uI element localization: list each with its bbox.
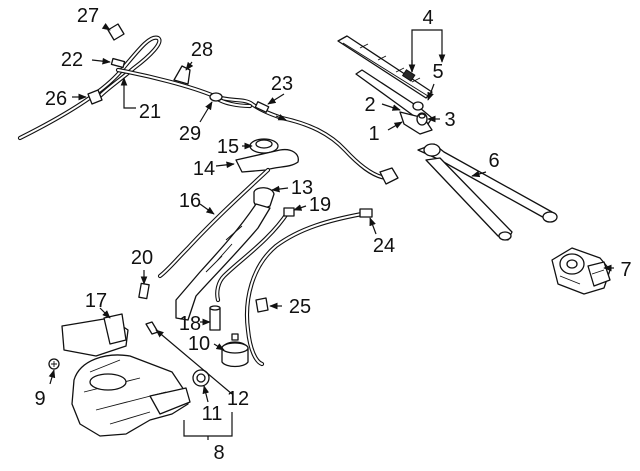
hose-clip-25 <box>255 297 269 313</box>
callout-20: 20 <box>131 247 153 269</box>
hose-joint <box>209 92 223 102</box>
callout-8: 8 <box>213 442 224 464</box>
washer-hose-16 <box>157 167 271 279</box>
callout-28: 28 <box>191 39 213 61</box>
wiper-linkage <box>417 143 558 241</box>
mounting-bolt <box>48 358 60 370</box>
filler-neck <box>175 148 299 321</box>
callout-17: 17 <box>85 290 107 312</box>
callout-19: 19 <box>309 194 331 216</box>
callout-29: 29 <box>179 123 201 145</box>
callout-3: 3 <box>444 109 455 131</box>
hose-connector-23 <box>254 101 270 113</box>
callout-21: 21 <box>139 101 161 123</box>
pump-seal <box>192 369 210 387</box>
hose-clip-27 <box>107 23 125 41</box>
callout-1: 1 <box>368 123 379 145</box>
callout-labels: 1 2 3 4 5 6 7 8 9 10 11 12 13 14 15 16 1… <box>34 5 631 464</box>
callout-12: 12 <box>227 388 249 410</box>
washer-pump <box>221 333 249 368</box>
callout-18: 18 <box>179 313 201 335</box>
callout-22: 22 <box>61 49 83 71</box>
callout-2: 2 <box>364 94 375 116</box>
washer-hose-24 <box>244 208 373 367</box>
callout-9: 9 <box>34 388 45 410</box>
callout-15: 15 <box>217 136 239 158</box>
wiper-motor <box>551 247 611 295</box>
tank-bracket <box>103 313 127 345</box>
callout-10: 10 <box>188 333 210 355</box>
callout-6: 6 <box>488 150 499 172</box>
hose-connector <box>110 57 126 69</box>
callout-13: 13 <box>291 177 313 199</box>
wiper-blade <box>337 35 433 99</box>
level-sensor <box>145 321 159 335</box>
pivot-cap <box>416 112 428 126</box>
wiper-arm <box>355 69 433 135</box>
washer-tank <box>61 317 191 437</box>
callout-7: 7 <box>620 259 631 281</box>
hose-clip-26 <box>87 89 103 105</box>
washer-hose-19 <box>215 207 295 303</box>
callout-24: 24 <box>373 235 395 257</box>
callout-14: 14 <box>193 158 215 180</box>
washer-nozzle-right <box>379 167 399 185</box>
callout-5: 5 <box>432 61 443 83</box>
callout-26: 26 <box>45 88 67 110</box>
callout-4: 4 <box>422 7 433 29</box>
callout-27: 27 <box>77 5 99 27</box>
hose-connector-18 <box>209 305 221 331</box>
callout-16: 16 <box>179 190 201 212</box>
callout-11: 11 <box>202 403 223 425</box>
leader-lines <box>48 23 614 440</box>
callout-23: 23 <box>271 73 293 95</box>
hose-connector-20 <box>138 282 150 300</box>
callout-25: 25 <box>289 296 311 318</box>
